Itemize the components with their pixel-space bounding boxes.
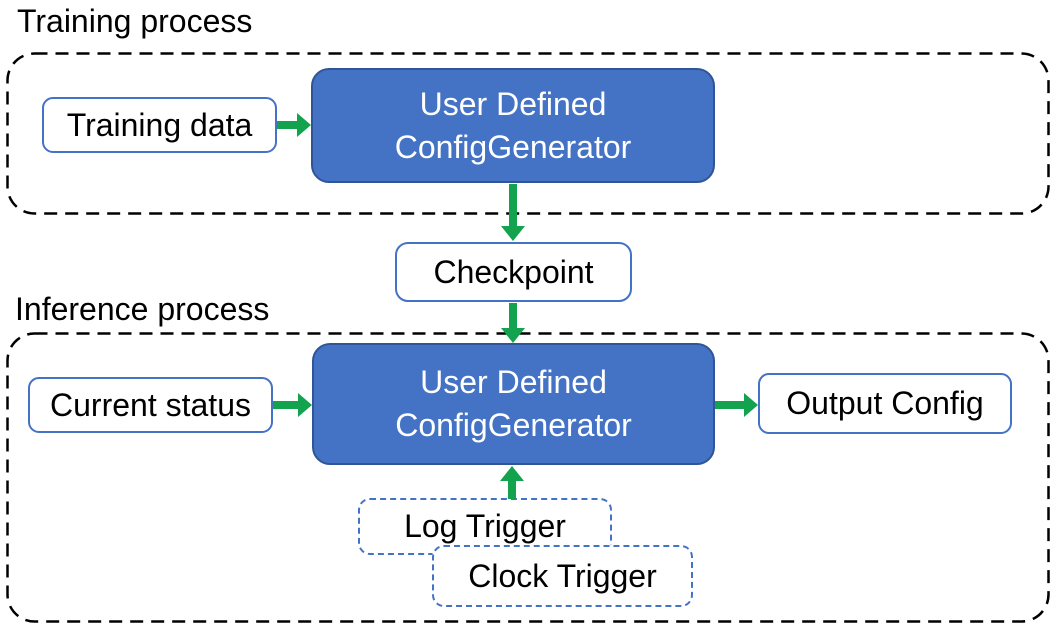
inference-generator-label-line2: ConfigGenerator [395, 407, 632, 443]
checkpoint-box: Checkpoint [395, 242, 632, 302]
inference-process-container [6, 332, 1050, 623]
arrow-right-current-status-to-generator-icon [273, 393, 312, 417]
training-process-container [6, 52, 1050, 215]
training-generator-label-line2: ConfigGenerator [394, 128, 632, 165]
output-config-box: Output Config [758, 373, 1012, 434]
training-process-title: Training process [17, 3, 253, 39]
training-generator-label-line1: User Defined [419, 85, 607, 122]
clock-trigger-label: Clock Trigger [468, 557, 657, 594]
arrow-right-training-data-to-generator-icon [277, 113, 311, 137]
current-status-label: Current status [50, 386, 251, 423]
checkpoint-label: Checkpoint [433, 253, 594, 290]
log-trigger-label: Log Trigger [404, 508, 566, 544]
output-config-label: Output Config [786, 385, 984, 421]
training-config-generator-box: User Defined ConfigGenerator [311, 68, 715, 183]
clock-trigger-box: Clock Trigger [432, 545, 693, 607]
inference-process-title: Inference process [15, 291, 270, 327]
arrow-down-generator-to-checkpoint-icon [501, 184, 525, 241]
training-data-box: Training data [42, 97, 277, 153]
arrow-down-checkpoint-to-inference-generator-icon [501, 303, 525, 343]
inference-generator-label-line1: User Defined [420, 364, 607, 400]
training-data-label: Training data [66, 106, 253, 143]
inference-config-generator-box: User Defined ConfigGenerator [312, 343, 715, 465]
arrow-up-triggers-to-generator-icon [500, 466, 524, 499]
current-status-box: Current status [28, 377, 273, 433]
arrow-right-generator-to-output-config-icon [715, 393, 758, 417]
